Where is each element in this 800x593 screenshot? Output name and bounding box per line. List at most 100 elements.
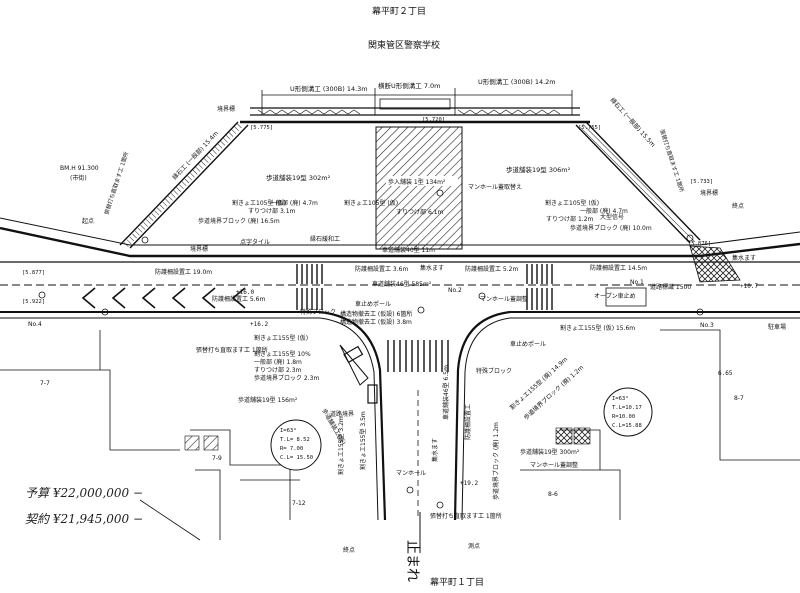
elevation-east: [5.876] — [688, 241, 711, 247]
end-point-label: 終点 — [732, 202, 744, 210]
se-curb-label: 割きょエ155型 (仮) 15.6m — [560, 324, 635, 332]
line-item-2: 構造物撤去工 (仮設) 3.8m — [340, 318, 412, 326]
east-hatched-patch — [689, 245, 741, 283]
elevation-center: [5.720] — [422, 117, 445, 123]
s-sw-block-label: 歩道境界ブロック (廃) 1.2m — [492, 422, 500, 500]
station-no2: No.2 — [448, 287, 462, 294]
guard-label-center: 防護柵設置工 3.6m — [355, 265, 408, 273]
sw-reset-label: 張替打ち直取ます工 1箇所 — [196, 346, 268, 354]
curb-label-right-3: すりつけ部 1.2m — [546, 215, 594, 223]
elevation-label-2: +10.7 — [740, 283, 758, 290]
drain-label-right: 集水ます — [732, 254, 756, 262]
gutter-label-left: U形側溝工 (300B) 14.3m — [290, 84, 368, 93]
paving-label-left: 歩道舗装19型 302m² — [266, 173, 331, 182]
pedestrian-label: 歩入舗装 1型 134m² — [388, 178, 446, 186]
gutter-label-center: 横断U形側溝工 7.0m — [378, 81, 441, 90]
median-label: 車止めポール — [355, 300, 391, 308]
school-label: 関東管区警察学校 — [368, 39, 440, 51]
block-label-right: 歩道境界ブロック (廃) 10.0m — [570, 224, 652, 232]
guard-label-mid: 防護柵設置工 5.2m — [465, 265, 518, 273]
s-paving-label: 車道舗装46型 6.5m — [442, 365, 450, 420]
se-manhole-label: マンホール蓋調整 — [530, 461, 578, 469]
s-end-label: 終点 — [343, 546, 355, 554]
elevation-west: [5.877] — [22, 270, 45, 276]
sw-curb-label: 割きょエ155型 (仮) — [254, 334, 308, 342]
sw-block-outlines — [0, 329, 800, 541]
height-right-label: 6.65 — [718, 370, 733, 377]
sw-hatched-squares — [184, 427, 591, 451]
manhole-label: マンホール蓋取替え — [468, 183, 522, 191]
parking-label: 駐車場 — [768, 323, 786, 331]
hydrant-label: 特殊ブロック — [300, 308, 336, 316]
boundary-label-island: 境界標 — [190, 245, 208, 253]
line-item-1: 構造物撤去工 (仮設) 6箇所 — [340, 310, 412, 318]
manhole-right-label: マンホール蓋調整 — [480, 295, 528, 303]
curb-label-right: 割きょエ105型 (仮) — [545, 199, 599, 207]
station-no1: No.1 — [630, 279, 644, 286]
curve-info-right: I=63° T.L=10.17 R=10.00 C.L=15.88 — [603, 387, 653, 437]
sw-paving-label: 歩道舗装19型 156m² — [238, 396, 298, 404]
gutter-label-right: U形側溝工 (300B) 14.2m — [478, 77, 556, 86]
guard-label-sw: 防護柵設置工 5.6m — [212, 295, 265, 303]
reset-label-right: 張替打ち直取ます工 1箇所 — [658, 128, 686, 193]
svg-text:I=63°: I=63° — [612, 396, 629, 402]
guard-label-right: 防護柵設置工 14.5m — [590, 264, 647, 272]
drain-label-left: 集水ます — [420, 264, 444, 272]
contract-note: 契約 ¥21,945,000 − — [25, 512, 143, 526]
reset-label-left: 張替打ち直取ます工 1箇所 — [102, 150, 130, 215]
s-manhole-label: マンホール — [396, 470, 426, 477]
s-curb-label-w: 割きょエ155型 3.2m — [337, 416, 345, 475]
main-road — [0, 217, 800, 319]
svg-text:R= 7.00: R= 7.00 — [280, 446, 303, 452]
svg-text:R=10.00: R=10.00 — [612, 414, 635, 420]
elevation-left: [5.775] — [250, 125, 273, 131]
road-marking: 止まれ — [404, 540, 420, 582]
town-label-top: 幕平町２丁目 — [372, 5, 426, 17]
south-approach — [319, 310, 511, 553]
curb-label-right-diag: 縁石工 (一般部) 15.5m — [609, 96, 658, 149]
block-8-7: 8-7 — [734, 395, 744, 402]
boundary-label-right: 境界標 — [700, 189, 718, 197]
sw-curb-label-3: 一般部 (廃) 1.8m — [254, 358, 302, 366]
tile-label: 点字タイル — [240, 238, 270, 246]
sign-right-label: 道路標識 1500 — [650, 283, 691, 291]
s-boundary-label: 道路境界 — [330, 410, 354, 418]
svg-text:C.L= 15.50: C.L= 15.50 — [280, 455, 313, 461]
curb-label-right-2: 一般部 (廃) 4.7m — [580, 207, 628, 215]
s-reset-label: 張替打ち直取ます工 1箇所 — [430, 512, 502, 520]
paving-label-right: 歩道舗装19型 306m² — [506, 165, 571, 174]
guard-label-left: 防護柵設置工 19.0m — [155, 268, 212, 276]
paving-main-label: 車道舗装46型 585m² — [372, 280, 432, 288]
top-gutter — [240, 88, 590, 124]
block-8-6: 8-6 — [548, 491, 558, 498]
signal-label: 大型信号 — [600, 213, 624, 221]
elevation-label-4: +19.2 — [460, 480, 478, 487]
stop-right-label: オープン車止め — [594, 292, 636, 300]
manhole-markers — [38, 189, 704, 509]
block-7-12: 7-12 — [292, 500, 306, 507]
se-paving-label: 歩道舗装19型 300m² — [520, 448, 580, 456]
median-right-label: 車止めポール — [510, 340, 546, 348]
elevation-far-right: [5.733] — [690, 179, 713, 185]
diagonal-curbs — [119, 121, 701, 249]
svg-text:I=63°: I=63° — [280, 428, 297, 434]
block-label-left: 歩道境界ブロック (廃) 16.5m — [198, 217, 280, 225]
curb-label-left: 割きょエ105型 (仮) — [232, 199, 286, 207]
town-label-bottom: 幕平町１丁目 — [430, 576, 484, 588]
sw-block-label: 歩道境界ブロック 2.3m — [254, 374, 319, 382]
se-guard-label: 防護柵設置工 — [464, 404, 472, 440]
block-7-9: 7-9 — [212, 455, 222, 462]
sw-curb-label-4: すりつけ部 2.3m — [254, 366, 302, 374]
elevation-label-3: +16.2 — [250, 321, 268, 328]
budget-note: 予算 ¥22,000,000 − — [25, 486, 143, 500]
elevation-right: [5.755] — [578, 125, 601, 131]
sign-box — [605, 287, 647, 307]
s-drain-label: 集水ます — [431, 438, 439, 462]
station-no3: No.3 — [700, 322, 714, 329]
curb-label-left-3: すりつけ部 3.1m — [248, 207, 296, 215]
svg-text:T.L=10.17: T.L=10.17 — [612, 405, 642, 411]
start-point-label: 起点 — [82, 217, 94, 225]
se-special-label: 特殊ブロック — [476, 367, 512, 375]
bench-label: BM.H 91.300 — [60, 165, 99, 172]
